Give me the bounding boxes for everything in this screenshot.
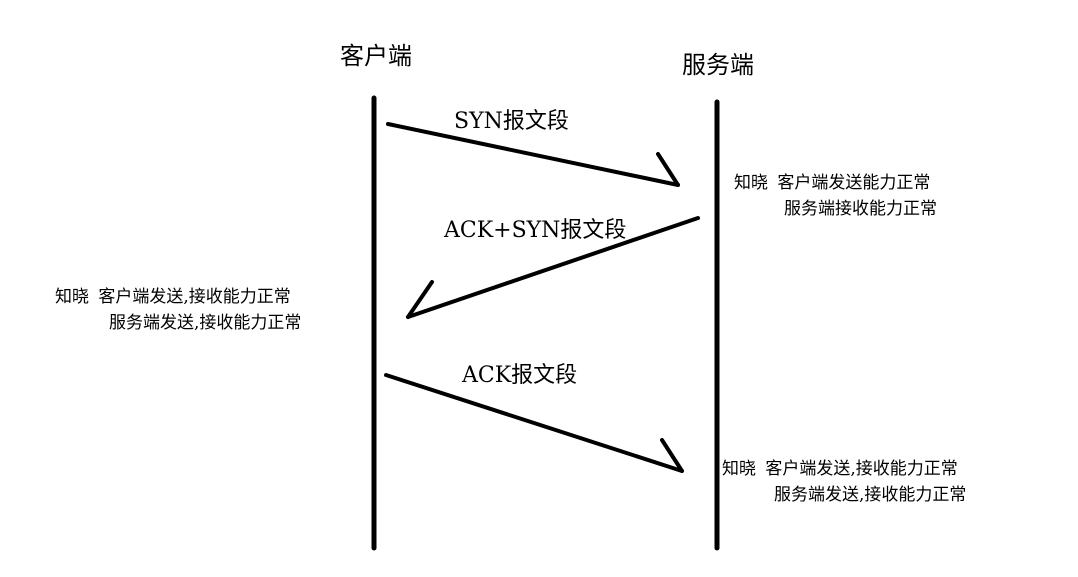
server-label: 服务端 <box>682 51 754 79</box>
note-line-1: 客户端发送能力正常 <box>777 173 931 193</box>
server-note-after-syn: 知晓 客户端发送能力正常 服务端接收能力正常 <box>734 170 937 222</box>
note-line-1: 客户端发送,接收能力正常 <box>98 287 291 307</box>
note-line-2: 服务端接收能力正常 <box>784 199 937 219</box>
ack-syn-message-label: ACK+SYN报文段 <box>444 218 627 243</box>
note-line-2: 服务端发送,接收能力正常 <box>774 485 967 505</box>
syn-arrow <box>386 122 680 187</box>
client-note-after-ack-syn: 知晓 客户端发送,接收能力正常 服务端发送,接收能力正常 <box>55 284 301 336</box>
ack-syn-arrow <box>406 216 700 319</box>
note-prefix: 知晓 <box>722 459 756 479</box>
syn-message-label: SYN报文段 <box>454 109 569 134</box>
note-line-1: 客户端发送,接收能力正常 <box>765 459 958 479</box>
server-note-after-ack: 知晓 客户端发送,接收能力正常 服务端发送,接收能力正常 <box>722 456 966 508</box>
client-label: 客户端 <box>340 42 412 70</box>
ack-arrow <box>384 373 684 473</box>
note-line-2: 服务端发送,接收能力正常 <box>109 313 302 333</box>
ack-message-label: ACK报文段 <box>462 363 578 388</box>
note-prefix: 知晓 <box>734 173 768 193</box>
note-prefix: 知晓 <box>55 287 89 307</box>
